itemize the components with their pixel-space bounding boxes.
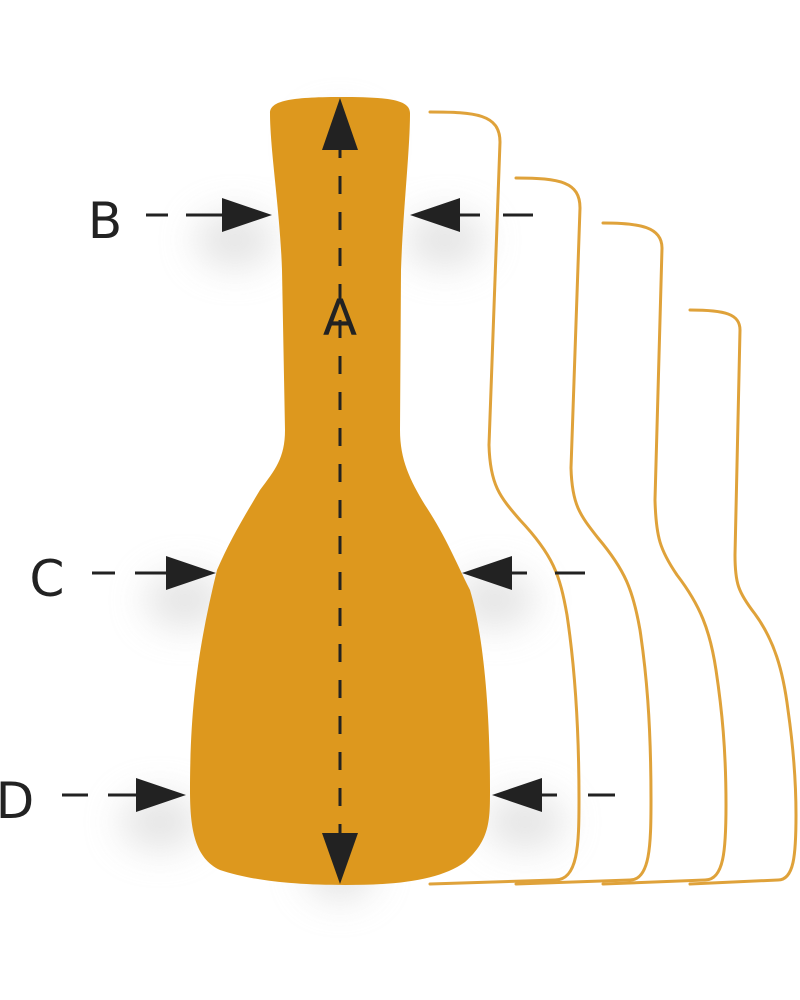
size-outline-3 [601,221,728,886]
label-b: B [88,192,122,250]
main-shape [190,97,490,885]
size-outline-4 [688,308,798,886]
width-arrows-c [92,556,585,590]
size-outline-1 [428,110,581,886]
size-outlines [428,110,798,886]
label-a: A [323,289,357,347]
label-d: D [0,772,34,830]
width-arrows-b [146,198,533,232]
width-arrows-d [62,778,615,812]
size-outline-2 [514,176,653,886]
label-c: C [30,550,65,608]
length-arrow-a [322,98,358,884]
